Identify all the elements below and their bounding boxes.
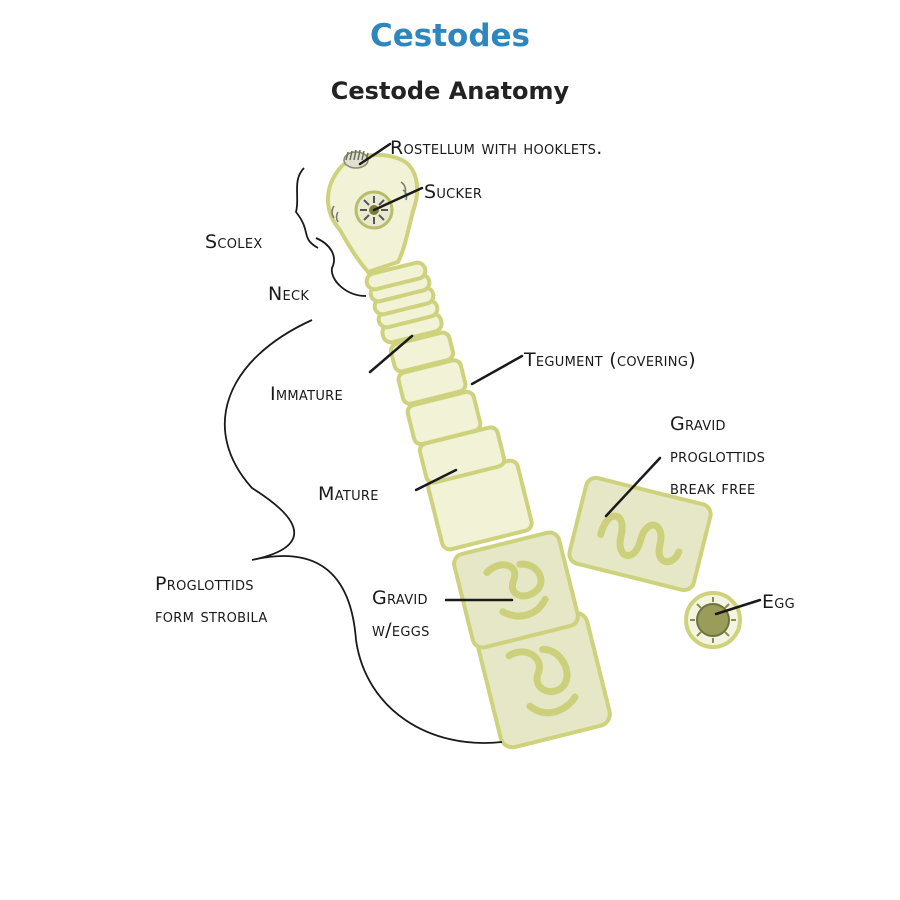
- tegument-leader: [470, 354, 524, 386]
- gravid-free-label-line1: Gravid: [670, 413, 726, 435]
- rostellum: [343, 149, 369, 169]
- scolex-head: [325, 149, 420, 275]
- proglottids-label-line2: form strobila: [155, 605, 268, 627]
- tegument-label: Tegument (covering): [523, 349, 696, 371]
- sucker-side-left: [331, 205, 339, 223]
- immature-label: Immature: [270, 383, 343, 405]
- neck-brace: [315, 237, 367, 297]
- egg-label: Egg: [762, 591, 795, 613]
- mature-label: Mature: [318, 483, 379, 505]
- gravid-proglottid-1: [452, 530, 580, 650]
- sucker-label: Sucker: [424, 181, 482, 203]
- sucker-leader: [372, 186, 424, 212]
- rostellum-leader: [358, 142, 392, 166]
- gravid-free-label-line3: break free: [670, 477, 756, 499]
- scolex-brace: [295, 167, 319, 249]
- neck-segments: [364, 260, 444, 345]
- neck-label: Neck: [268, 283, 309, 305]
- egg: [684, 591, 742, 649]
- detached-gravid-proglottid: [567, 475, 713, 593]
- strobila-brace: [224, 319, 503, 744]
- gravid-free-leader: [604, 456, 662, 518]
- page-title: Cestodes: [369, 18, 530, 54]
- gravid-free-label-line2: proglottids: [670, 445, 765, 467]
- egg-leader: [714, 598, 762, 616]
- gravid-eggs-label-line1: Gravid: [372, 587, 428, 609]
- gravid-eggs-label-line2: w/eggs: [372, 619, 430, 641]
- strobila: [325, 149, 612, 750]
- rostellum-label: Rostellum with hooklets.: [390, 137, 603, 159]
- scolex-label: Scolex: [205, 231, 263, 253]
- immature-leader: [368, 334, 414, 374]
- proglottids-label-line1: Proglottids: [155, 573, 254, 595]
- diagram-title: Cestode Anatomy: [330, 77, 570, 105]
- mature-leader: [414, 468, 458, 492]
